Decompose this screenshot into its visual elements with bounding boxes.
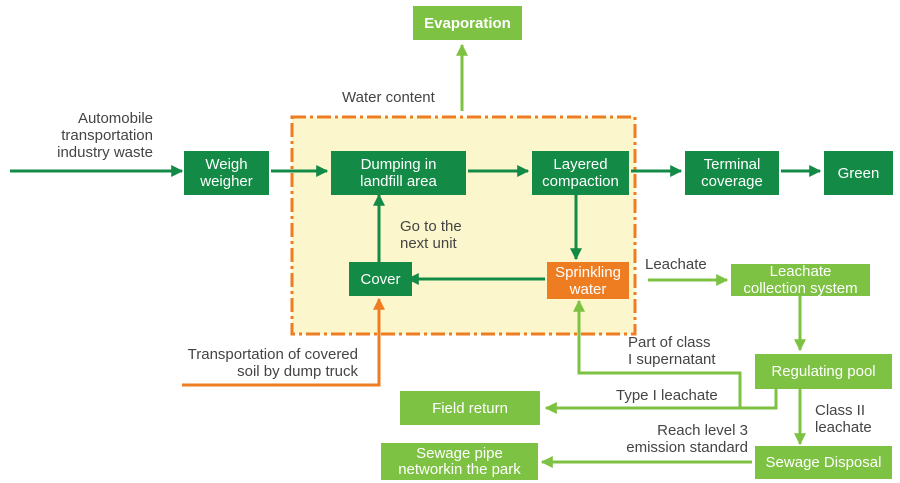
- part-of-class-label: Part of class I supernatant: [628, 334, 716, 368]
- weigh-weigher-node: Weigh weigher: [184, 151, 269, 195]
- covered-soil-label: Transportation of covered soil by dump t…: [187, 346, 358, 380]
- reach-level-label: Reach level 3 emission standard: [626, 422, 748, 456]
- arrow-pool-to-field-return: [544, 389, 778, 414]
- dumping-node: Dumping in landfill area: [331, 151, 466, 195]
- landfill-area-box: [290, 115, 637, 336]
- automobile-waste-label: Automobile transportation industry waste: [57, 110, 153, 161]
- evaporation-node: Evaporation: [413, 6, 522, 40]
- sewage-disposal-node: Sewage Disposal: [755, 446, 892, 479]
- cover-node: Cover: [349, 262, 412, 296]
- type-i-leachate-label: Type I leachate: [616, 387, 718, 404]
- sewage-pipe-node: Sewage pipe networkin the park: [381, 443, 538, 480]
- terminal-coverage-node: Terminal coverage: [685, 151, 779, 195]
- next-unit-label: Go to the next unit: [400, 218, 462, 252]
- layered-compaction-node: Layered compaction: [532, 151, 629, 195]
- green-node: Green: [824, 151, 893, 195]
- regulating-pool-node: Regulating pool: [755, 354, 892, 389]
- sprinkling-water-node: Sprinkling water: [547, 262, 629, 299]
- class-ii-leachate-label: Class II leachate: [815, 402, 872, 436]
- field-return-node: Field return: [400, 391, 540, 425]
- arrow-supernatant-to-sprinkling: [573, 299, 742, 408]
- leachate-label: Leachate: [645, 256, 707, 273]
- arrow-soil-to-cover: [182, 297, 385, 387]
- water-content-label: Water content: [342, 89, 435, 106]
- leachate-collection-node: Leachate collection system: [731, 263, 870, 297]
